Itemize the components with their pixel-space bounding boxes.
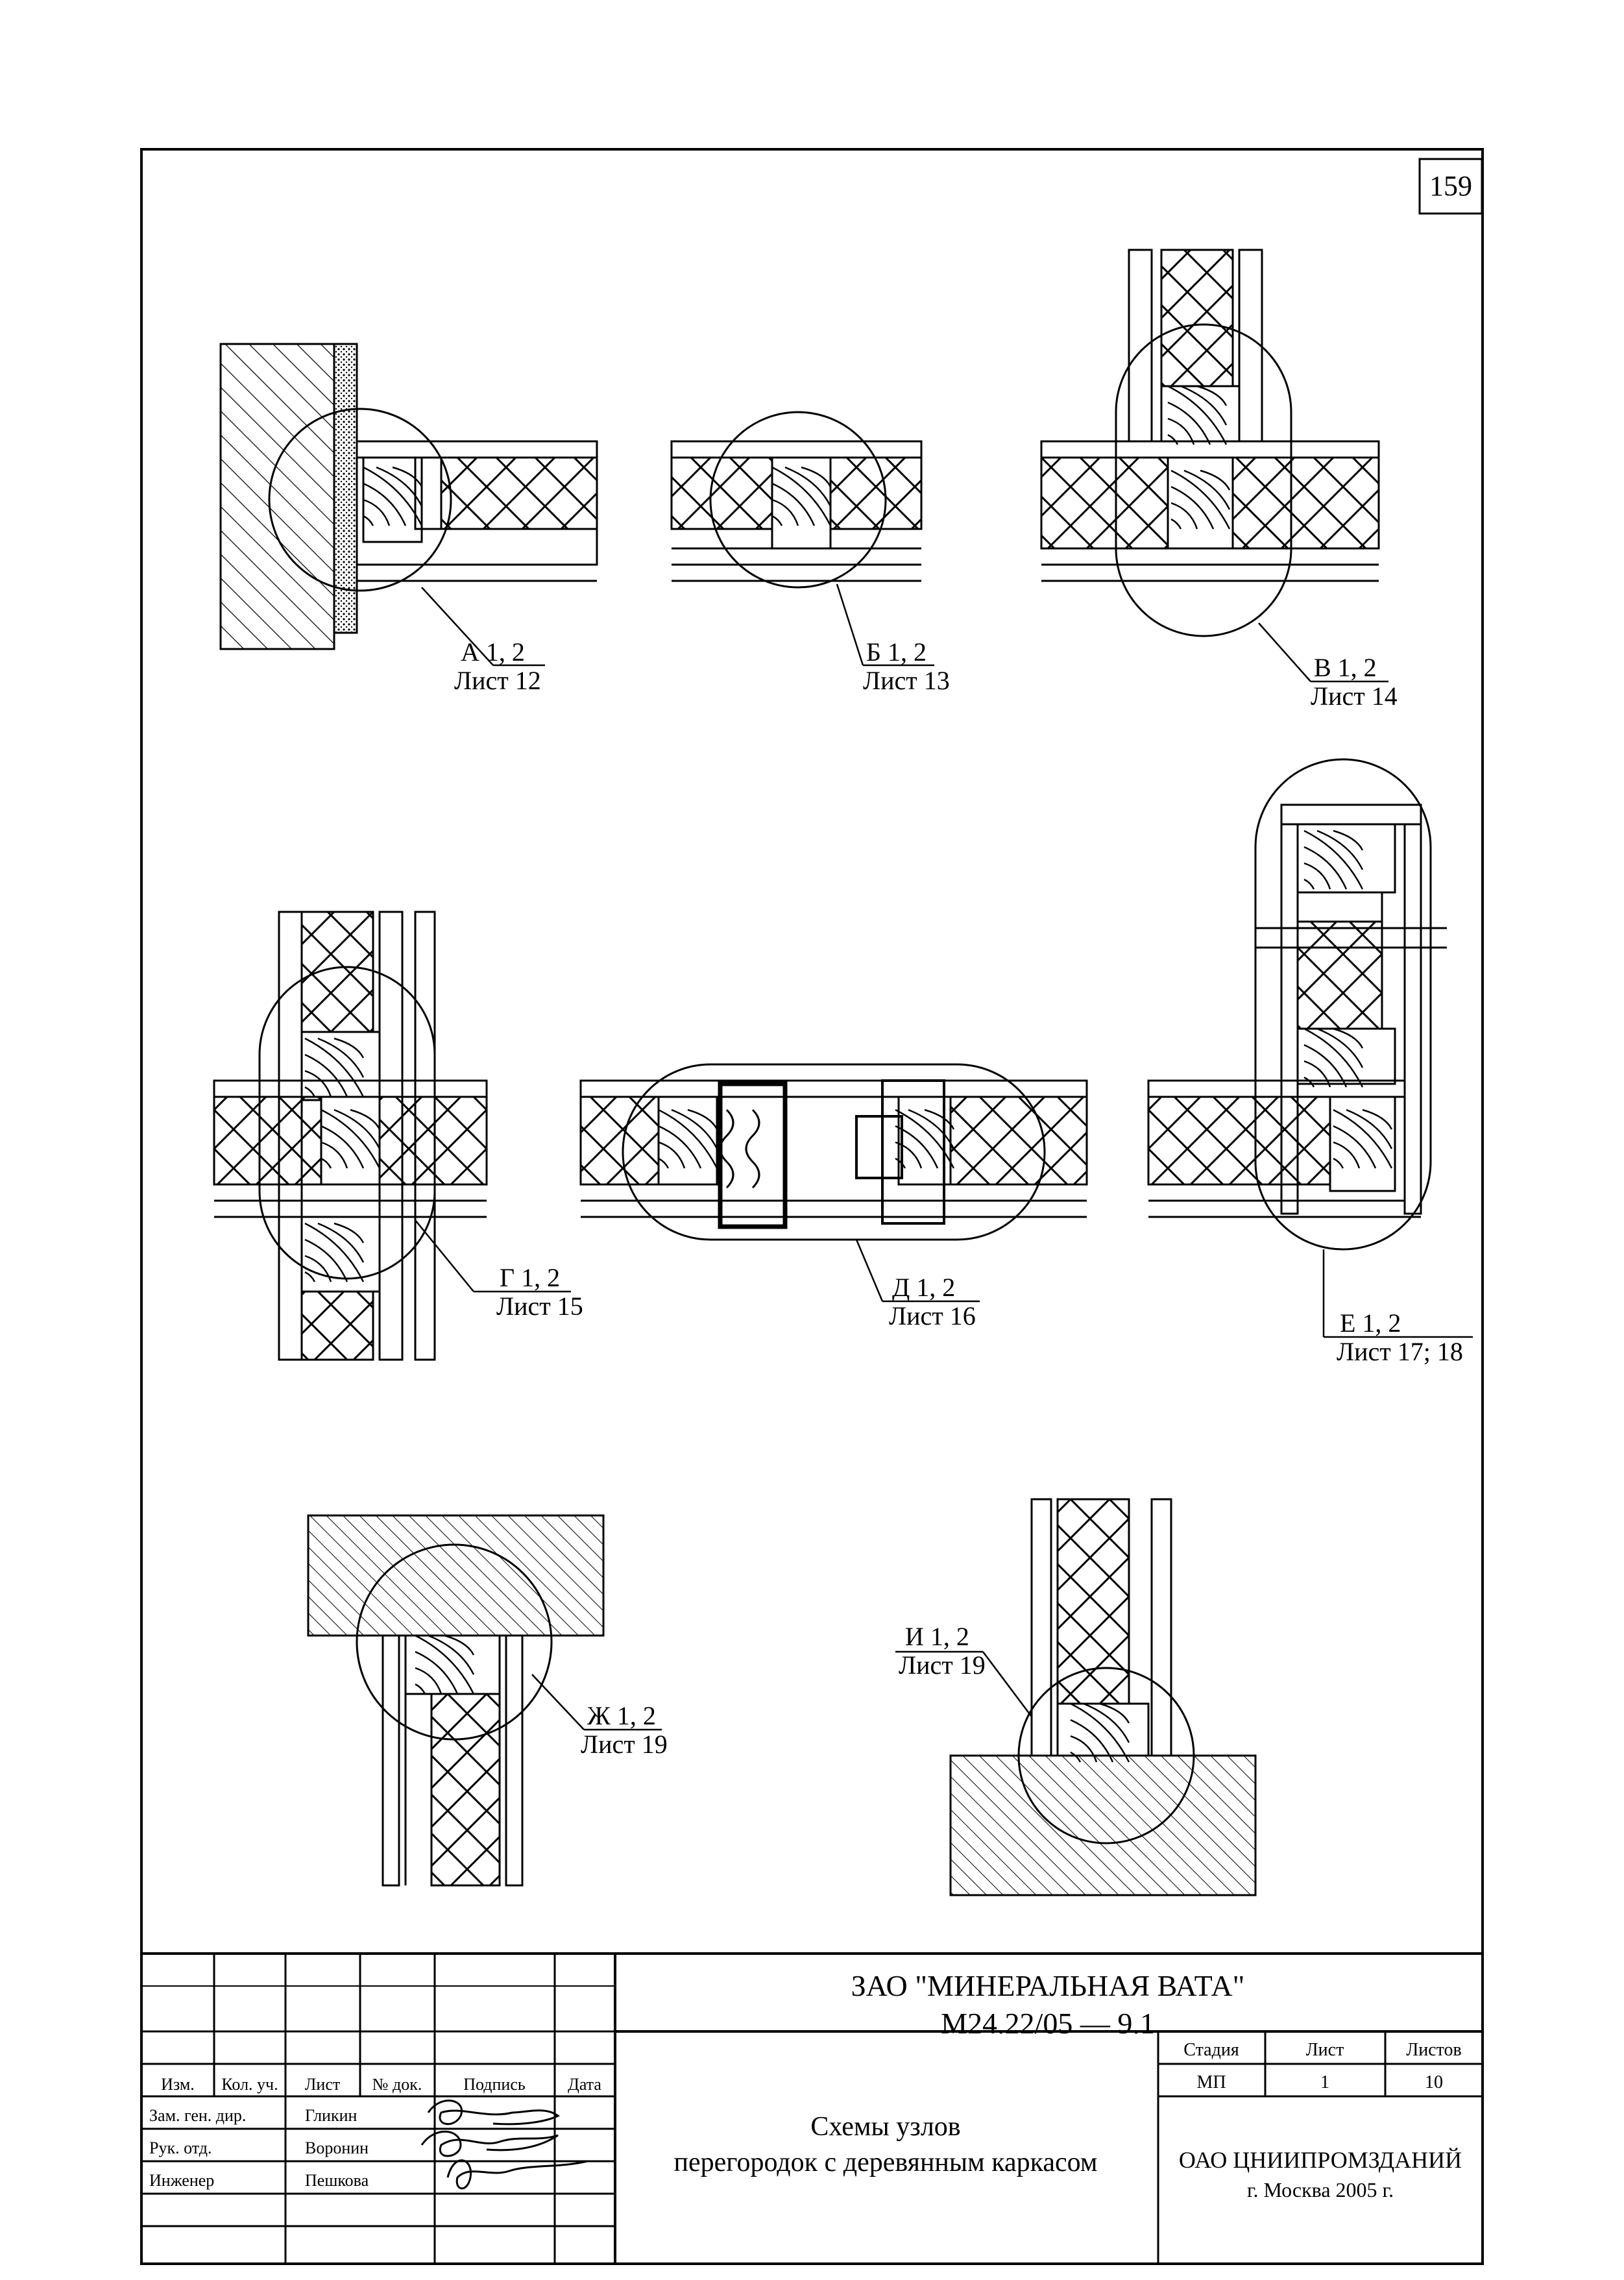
detail-e-drawing xyxy=(1147,758,1473,1338)
signature-scribbles xyxy=(420,2100,600,2190)
detail-e-code: Е 1, 2 xyxy=(1340,1308,1401,1338)
organization-name: ОАО ЦНИИПРОМЗДАНИЙ xyxy=(1179,2147,1462,2173)
sheet-number-box xyxy=(1418,158,1483,215)
detail-g-sheet: Лист 15 xyxy=(496,1292,583,1321)
stage-value: МП xyxy=(1196,2072,1226,2092)
detail-b-sheet: Лист 13 xyxy=(863,666,950,695)
sheet-number: 159 xyxy=(1429,170,1472,202)
sheet-header: Лист xyxy=(1306,2040,1344,2060)
drawing-title-line-1: Схемы узлов xyxy=(810,2112,960,2142)
detail-b-drawing xyxy=(670,411,934,667)
detail-i-code: И 1, 2 xyxy=(905,1622,969,1651)
company-name: ЗАО "МИНЕРАЛЬНАЯ ВАТА" xyxy=(851,1969,1245,2002)
role-2: Рук. отд. xyxy=(149,2139,212,2157)
detail-a-drawing xyxy=(219,343,598,667)
drawing-title-line-2: перегородок с деревянным каркасом xyxy=(674,2148,1098,2177)
detail-g-code: Г 1, 2 xyxy=(500,1263,560,1292)
detail-d-drawing xyxy=(579,1063,1088,1303)
detail-a-code: А 1, 2 xyxy=(461,637,525,667)
detail-v-sheet: Лист 14 xyxy=(1311,681,1398,711)
col-izm: Изм. xyxy=(161,2075,195,2094)
detail-e-sheet: Лист 17; 18 xyxy=(1337,1337,1463,1366)
city-year: г. Москва 2005 г. xyxy=(1247,2178,1394,2201)
title-block xyxy=(141,1952,1483,2264)
sheets-value: 10 xyxy=(1425,2072,1443,2092)
document-code: М24.22/05 — 9.1 xyxy=(941,2007,1155,2040)
detail-i-drawing xyxy=(895,1498,1257,1896)
sheet-value: 1 xyxy=(1320,2072,1329,2092)
detail-zh-code: Ж 1, 2 xyxy=(587,1701,656,1730)
detail-d-code: Д 1, 2 xyxy=(892,1273,955,1302)
col-kol-uch: Кол. уч. xyxy=(221,2075,278,2094)
detail-zh-sheet: Лист 19 xyxy=(581,1730,668,1759)
detail-v-drawing xyxy=(1040,249,1388,683)
role-3: Инженер xyxy=(149,2171,214,2190)
detail-a-sheet: Лист 12 xyxy=(454,666,541,695)
detail-g-drawing xyxy=(213,911,571,1361)
detail-b-code: Б 1, 2 xyxy=(866,637,927,667)
detail-v-code: В 1, 2 xyxy=(1314,653,1377,682)
col-signature: Подпись xyxy=(463,2075,526,2094)
col-doc-no: № док. xyxy=(372,2075,422,2094)
col-list: Лист xyxy=(305,2075,340,2094)
detail-zh-drawing xyxy=(307,1514,662,1887)
detail-d-sheet: Лист 16 xyxy=(889,1301,976,1330)
col-date: Дата xyxy=(568,2075,601,2094)
stage-header: Стадия xyxy=(1183,2040,1239,2060)
name-2: Воронин xyxy=(305,2139,369,2157)
name-1: Гликин xyxy=(305,2106,358,2125)
role-1: Зам. ген. дир. xyxy=(149,2106,246,2125)
name-3: Пешкова xyxy=(305,2171,369,2190)
sheet-frame xyxy=(140,148,1484,2265)
detail-i-sheet: Лист 19 xyxy=(899,1650,986,1680)
sheets-header: Листов xyxy=(1406,2040,1462,2060)
